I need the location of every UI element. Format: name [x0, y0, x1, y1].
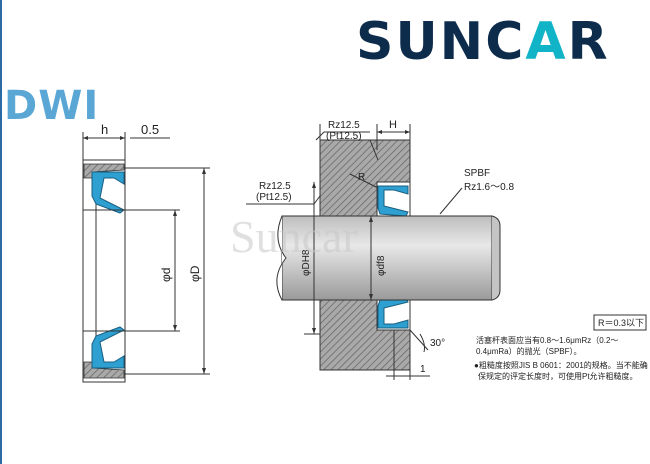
rz-top-line1: Rz12.5 — [328, 120, 360, 131]
left-border — [0, 0, 2, 464]
watermark: Suncar — [230, 211, 358, 262]
dh8-label: φDH8 — [301, 249, 312, 276]
df8-label: φdf8 — [376, 255, 387, 276]
spbf-rz-label: Rz1.6～0.8 — [464, 182, 514, 193]
dim-d-label: φd — [159, 268, 173, 282]
brand-wordmark: SUNCAR — [356, 12, 610, 72]
dim-gap-label: 0.5 — [141, 122, 159, 137]
note2-line2: 保规定的评定长度时，可使用Pt允许粗糙度。 — [478, 371, 638, 381]
radius-label: R — [358, 172, 365, 183]
note2-line1: ●粗糙度按照JIS B 0601：2001的规格。当不能确 — [474, 360, 648, 370]
dim-1-label: 1 — [420, 364, 426, 375]
note1-line1: 活塞杆表面应当有0.8～1.6μmRz（0.2～ — [476, 335, 618, 345]
dim-H-label: H — [389, 119, 397, 131]
angle-label: 30° — [430, 338, 445, 349]
r-note: R＝0.3以下 — [598, 318, 644, 328]
rz-left-line1: Rz12.5 — [259, 181, 291, 192]
rz-top-line2: (Pt12.5) — [326, 131, 362, 142]
series-label: DWI — [4, 83, 100, 129]
seal-cross-section-drawing — [82, 132, 210, 383]
installation-drawing — [246, 124, 647, 380]
note1-line2: 0.4μmRa）的抛光（SPBF）。 — [476, 346, 582, 356]
rz-left-line2: (Pt12.5) — [256, 192, 292, 203]
brand-logo: SUNCAR — [356, 14, 640, 70]
dim-h-label: h — [101, 122, 108, 137]
dim-D-label: φD — [188, 265, 202, 282]
spbf-label: SPBF — [464, 168, 490, 179]
